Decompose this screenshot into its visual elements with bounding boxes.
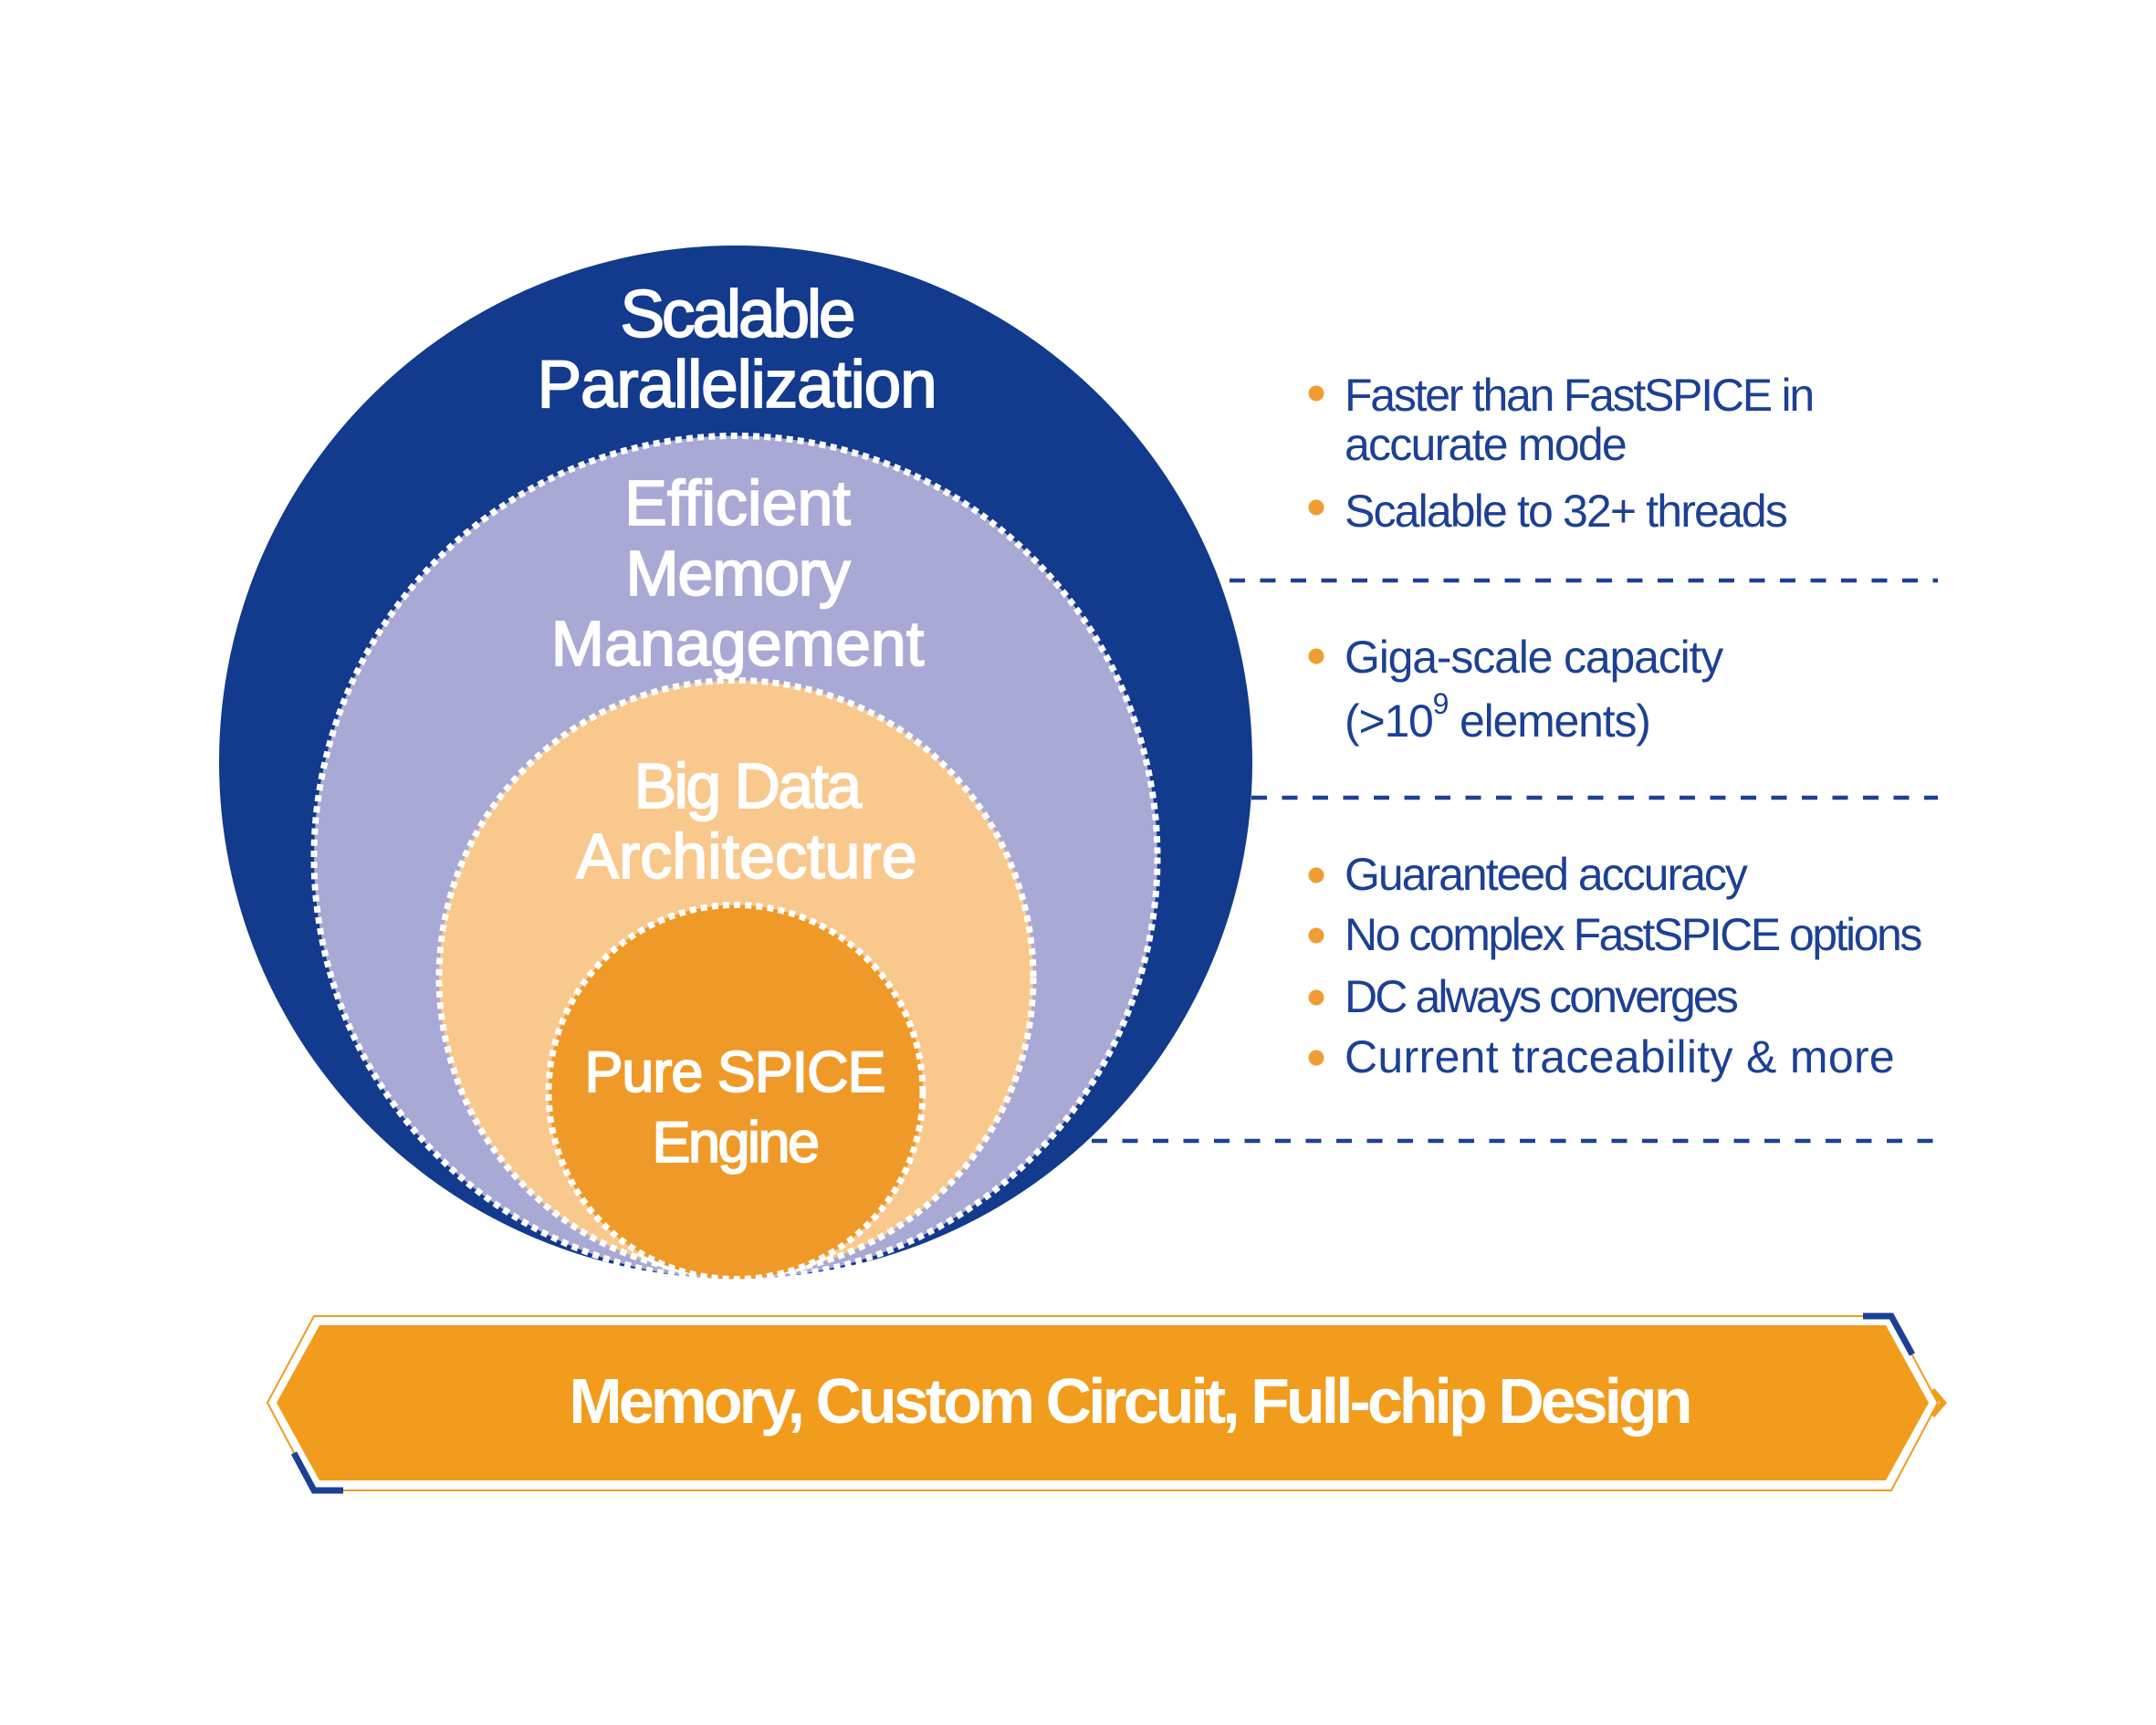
- svg-text:Scalable to 32+ threads: Scalable to 32+ threads: [1345, 486, 1787, 537]
- svg-text:accurate mode: accurate mode: [1345, 419, 1626, 470]
- svg-text:Pure SPICE: Pure SPICE: [584, 1040, 884, 1104]
- svg-text:(>109 elements): (>109 elements): [1345, 687, 1650, 747]
- svg-text:Efficient: Efficient: [624, 467, 851, 538]
- svg-text:Architecture: Architecture: [576, 821, 916, 892]
- svg-text:Memory: Memory: [626, 538, 851, 609]
- svg-text:Giga-scale capacity: Giga-scale capacity: [1345, 632, 1723, 683]
- svg-text:No complex FastSPICE options: No complex FastSPICE options: [1345, 909, 1921, 960]
- svg-text:Engine: Engine: [653, 1111, 818, 1175]
- svg-text:Management: Management: [551, 608, 925, 679]
- svg-text:Big Data: Big Data: [634, 750, 863, 821]
- svg-text:Memory, Custom Circuit, Full-c: Memory, Custom Circuit, Full-chip Design: [569, 1365, 1689, 1437]
- svg-text:DC always converges: DC always converges: [1345, 971, 1738, 1022]
- svg-text:Parallelization: Parallelization: [537, 348, 936, 422]
- svg-text:Faster than FastSPICE in: Faster than FastSPICE in: [1345, 370, 1813, 421]
- svg-text:Scalable: Scalable: [621, 277, 854, 351]
- svg-text:Guaranteed accuracy: Guaranteed accuracy: [1345, 849, 1748, 900]
- svg-text:Current traceability & more: Current traceability & more: [1345, 1031, 1895, 1082]
